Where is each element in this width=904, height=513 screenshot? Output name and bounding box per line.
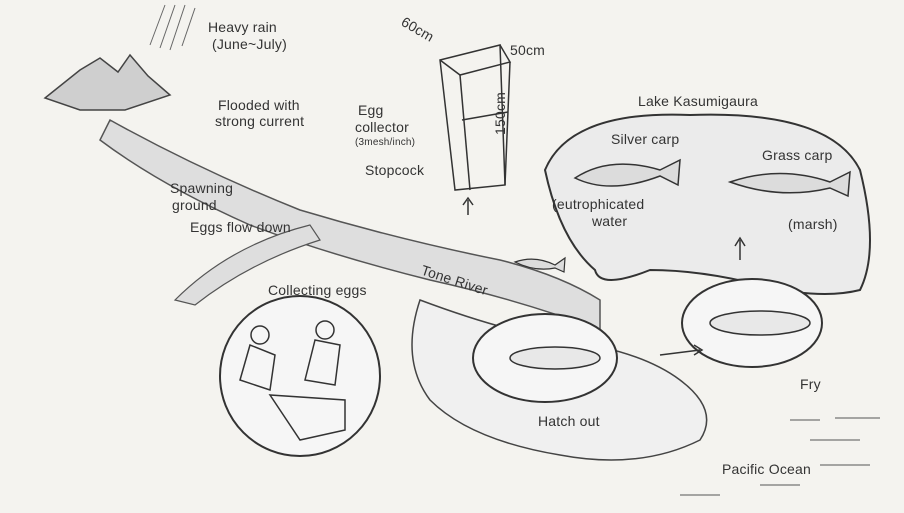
label-grass-carp: Grass carp	[762, 148, 832, 163]
label-dim-height: 150cm	[493, 92, 508, 135]
label-collecting-eggs: Collecting eggs	[268, 283, 367, 298]
collecting-eggs-circle	[220, 296, 380, 456]
label-heavy-rain: Heavy rain	[208, 20, 277, 35]
label-egg-collector: Egg	[358, 103, 384, 118]
tone-river	[100, 120, 600, 330]
label-lake: Lake Kasumigaura	[638, 94, 758, 109]
label-mesh: (3mesh/inch)	[355, 137, 415, 148]
label-silver-carp: Silver carp	[611, 132, 679, 147]
label-flooded-2: strong current	[215, 114, 304, 129]
label-marsh: (marsh)	[788, 217, 838, 232]
sea-waves	[680, 418, 880, 495]
label-egg-collector-2: collector	[355, 120, 409, 135]
label-ground: ground	[172, 198, 217, 213]
label-water: water	[592, 214, 627, 229]
label-heavy-rain-period: (June~July)	[212, 37, 287, 52]
label-eggs-flow: Eggs flow down	[190, 220, 291, 235]
label-spawning: Spawning	[170, 181, 233, 196]
mountains	[45, 55, 170, 110]
label-eutrophicated: (eutrophicated	[552, 197, 644, 212]
label-pacific: Pacific Ocean	[722, 462, 811, 477]
larva-2	[710, 311, 810, 335]
larva-1	[510, 347, 600, 369]
label-dim-side: 50cm	[510, 43, 545, 58]
label-flooded: Flooded with	[218, 98, 300, 113]
label-stopcock: Stopcock	[365, 163, 424, 178]
rain-lines	[150, 5, 195, 50]
label-hatch-out: Hatch out	[538, 414, 600, 429]
label-fry: Fry	[800, 377, 821, 392]
